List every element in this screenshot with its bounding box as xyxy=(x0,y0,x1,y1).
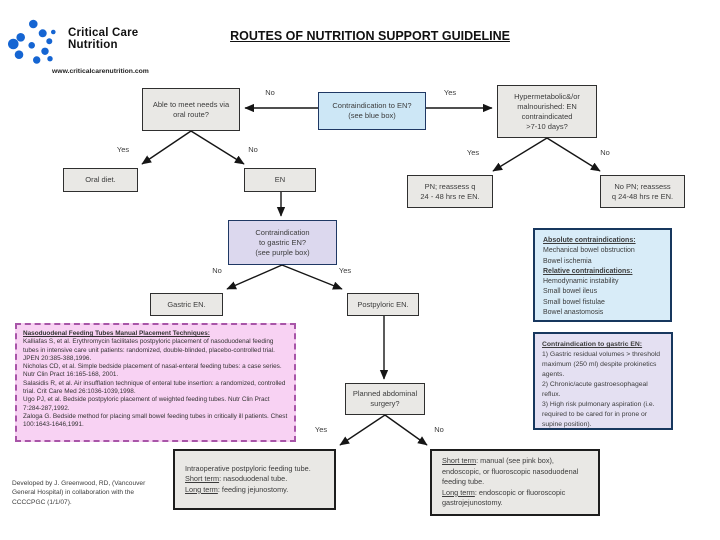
node-intraoperative: Intraoperative postpyloric feeding tube.… xyxy=(173,449,336,510)
logo-line1: Critical Care xyxy=(68,27,139,39)
node-line: Planned abdominal xyxy=(352,389,418,398)
reference: Nicholas CD, et al. Simple bedside place… xyxy=(23,363,282,379)
info-item: Bowel ischemia xyxy=(543,257,592,265)
info-item: Small bowel fistulae xyxy=(543,298,605,306)
label-no-surgery: No xyxy=(434,425,444,434)
node-gastric-en: Gastric EN. xyxy=(150,293,223,316)
short-term-text: : manual (see pink box), endoscopic, or … xyxy=(442,456,579,487)
node-line: Short term: nasoduodenal tube. xyxy=(185,474,287,485)
node-line: Postpyloric EN. xyxy=(357,299,409,309)
website-url: www.criticalcarenutrition.com xyxy=(52,68,149,75)
node-line: contraindicated xyxy=(521,111,573,121)
arrow-surgery-yes xyxy=(339,414,386,446)
page-title: ROUTES OF NUTRITION SUPPORT GUIDELINE xyxy=(230,29,510,43)
node-contraindication-en: Contraindication to EN? (see blue box) xyxy=(318,92,426,130)
info-item: 2) Chronic/acute gastroesophageal reflux… xyxy=(542,381,648,398)
pink-references-box: Nasoduodenal Feeding Tubes Manual Placem… xyxy=(15,323,296,442)
long-term-text: : feeding jejunostomy. xyxy=(217,484,289,494)
node-line: surgery? xyxy=(370,399,400,408)
credit-text: Developed by J. Greenwood, RD, (Vancouve… xyxy=(12,480,146,506)
pink-box-heading: Nasoduodenal Feeding Tubes Manual Placem… xyxy=(23,330,210,337)
critical-care-nutrition-logo-icon xyxy=(8,19,56,64)
label-no-en: No xyxy=(248,145,258,154)
node-line: 24 - 48 hrs re EN. xyxy=(420,191,480,201)
reference: Ugo PJ, et al. Bedside postpyloric place… xyxy=(23,396,270,412)
node-line: Able to meet needs via xyxy=(152,99,230,109)
node-line: Hypermetabolic&/or xyxy=(514,91,580,101)
node-line: (see blue box) xyxy=(348,111,396,120)
node-line: Intraoperative postpyloric feeding tube. xyxy=(185,463,311,473)
node-oral-diet: Oral diet. xyxy=(63,168,138,192)
node-en: EN xyxy=(244,168,316,192)
label-no-contraen: No xyxy=(265,88,275,97)
short-term-label: Short term xyxy=(442,456,477,466)
purple-heading: Contraindication to gastric EN: xyxy=(542,341,643,348)
node-line: No PN; reassess xyxy=(614,181,671,191)
node-able-oral: Able to meet needs via oral route? xyxy=(142,88,240,131)
info-item: Hemodynamic instability xyxy=(543,278,619,286)
node-line: oral route? xyxy=(173,109,209,119)
node-line: PN; reassess q xyxy=(424,181,476,191)
arrow-surgery-no xyxy=(384,414,428,446)
info-item: Small bowel ileus xyxy=(543,288,598,296)
short-term-text: : nasoduodenal tube. xyxy=(219,474,288,484)
label-yes-oral: Yes xyxy=(116,145,130,154)
node-line: Oral diet. xyxy=(85,175,116,184)
label-yes-contraen: Yes xyxy=(443,88,457,97)
info-item: Bowel anastomosis xyxy=(543,309,604,317)
logo-wordmark: Critical Care Nutrition xyxy=(68,27,138,51)
label-yes-pn: Yes xyxy=(466,148,480,157)
node-planned-surgery: Planned abdominal surgery? xyxy=(345,383,425,415)
absolute-heading: Absolute contraindications: xyxy=(543,237,636,244)
label-yes-surgery: Yes xyxy=(314,425,328,434)
node-line: EN xyxy=(274,175,286,184)
node-line: q 24-48 hrs re EN. xyxy=(611,191,674,201)
arrow-hyper-yes xyxy=(492,137,548,172)
node-line: Contraindication to EN? xyxy=(332,101,412,110)
node-line: Gastric EN. xyxy=(167,299,206,309)
node-contraindication-gastric: Contraindication to gastric EN? (see pur… xyxy=(228,220,337,265)
node-line: >7-10 days? xyxy=(526,121,568,131)
node-pn-reassess: PN; reassess q 24 - 48 hrs re EN. xyxy=(407,175,493,208)
reference: Salasidis R, et al. Air insufflation tec… xyxy=(23,379,286,396)
long-term-text: : endoscopic or fluoroscopic gastrojejun… xyxy=(442,487,566,508)
node-postpyloric-en: Postpyloric EN. xyxy=(347,293,419,316)
arrow-able-yes xyxy=(141,130,192,165)
label-no-pn: No xyxy=(600,148,610,157)
info-item: 1) Gastric residual volumes > threshold … xyxy=(542,351,661,378)
short-term-label: Short term xyxy=(185,474,220,484)
long-term-label: Long term xyxy=(442,487,475,497)
node-line: Long term: feeding jejunostomy. xyxy=(185,485,288,496)
reference: Kalliafas S, et al. Erythromycin facilit… xyxy=(23,338,275,362)
node-hypermetabolic: Hypermetabolic&/or malnourished: EN cont… xyxy=(497,85,597,138)
node-line: Short term: manual (see pink box), endos… xyxy=(442,456,588,488)
node-short-long-term: Short term: manual (see pink box), endos… xyxy=(430,449,600,516)
long-term-label: Long term xyxy=(185,484,218,494)
purple-gastric-contraindications-box: Contraindication to gastric EN: 1) Gastr… xyxy=(533,332,673,430)
node-line: Long term: endoscopic or fluoroscopic ga… xyxy=(442,488,588,509)
label-yes-postpyloric: Yes xyxy=(338,266,352,275)
node-line: (see purple box) xyxy=(255,247,310,257)
reference: Zaloga G. Bedside method for placing sma… xyxy=(23,412,288,429)
info-item: Mechanical bowel obstruction xyxy=(543,247,635,255)
node-line: malnourished: EN xyxy=(517,101,577,111)
arrow-gastric-no xyxy=(226,264,283,290)
relative-heading: Relative contraindications: xyxy=(543,267,633,275)
logo-line2: Nutrition xyxy=(68,39,118,51)
arrow-able-no xyxy=(190,130,245,165)
node-line: to gastric EN? xyxy=(258,237,307,247)
node-line: Contraindication xyxy=(255,227,310,237)
info-item: 3) High risk pulmonary aspiration (i.e. … xyxy=(542,401,655,428)
label-no-gastric: No xyxy=(212,266,222,275)
blue-contraindications-box: Absolute contraindications: Mechanical b… xyxy=(533,228,672,322)
node-no-pn-reassess: No PN; reassess q 24-48 hrs re EN. xyxy=(600,175,685,208)
